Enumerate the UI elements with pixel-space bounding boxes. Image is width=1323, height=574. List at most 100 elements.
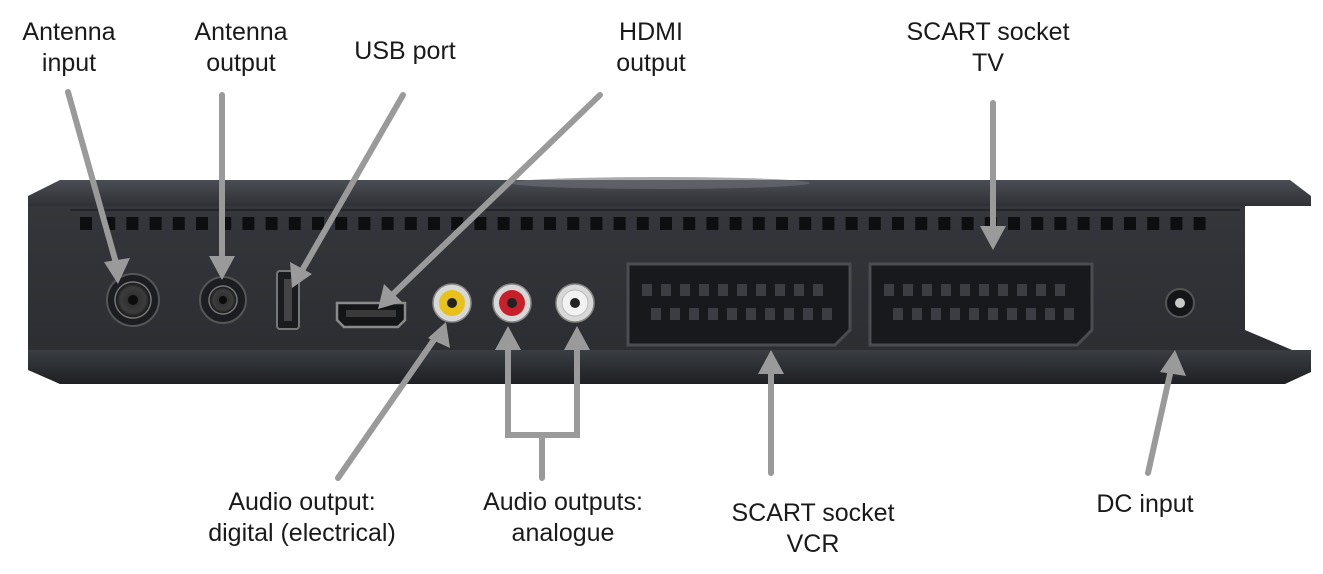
vent-slot: [1147, 217, 1160, 230]
arrowhead-scart-vcr: [758, 350, 784, 374]
scart-pin: [727, 308, 737, 320]
scart-pin: [642, 284, 652, 296]
vent-slot: [265, 217, 278, 230]
scart-pin: [1036, 284, 1046, 296]
vent-slot: [1124, 217, 1136, 230]
vent-slot: [1054, 217, 1067, 230]
vent-slot: [520, 217, 533, 230]
label-audio-digital: Audio output: digital (electrical): [182, 487, 422, 549]
scart-pin: [737, 284, 747, 296]
arrowhead-audio-analogue-right: [564, 326, 590, 350]
vent-slot: [567, 217, 580, 230]
scart-tv-connector: [868, 262, 1094, 347]
label-scart-tv: SCART socket TV: [880, 17, 1096, 79]
scart-pin: [708, 308, 718, 320]
scart-pin: [893, 308, 903, 320]
arrowhead-antenna-input: [104, 258, 130, 284]
scart-pin: [765, 308, 775, 320]
vent-slot: [381, 217, 394, 230]
label-hdmi-output: HDMI output: [596, 17, 706, 79]
label-antenna-input-line1: Antenna: [22, 18, 116, 46]
vent-slot: [1008, 217, 1020, 230]
arrowhead-antenna-output: [209, 256, 235, 280]
vent-slot: [497, 217, 510, 230]
scart-pin: [931, 308, 941, 320]
scart-pin: [998, 284, 1008, 296]
scart-pin: [922, 284, 932, 296]
scart-pin: [960, 284, 970, 296]
vent-slot: [729, 217, 742, 230]
arrow-usb-port: [297, 92, 406, 277]
label-usb-port: USB port: [340, 36, 470, 67]
scart-pin: [803, 308, 813, 320]
scart-pin: [884, 284, 894, 296]
vent-slot: [1031, 217, 1044, 230]
vent-slot: [683, 217, 696, 230]
arrow-heads: [104, 226, 1186, 376]
vent-slot: [845, 217, 858, 230]
vent-slot: [1100, 217, 1113, 230]
vent-slot: [613, 217, 626, 230]
arrow-hdmi-output: [385, 92, 603, 302]
scart-pin: [661, 284, 671, 296]
scart-pin: [775, 284, 785, 296]
scart-pin: [794, 284, 804, 296]
vent-slot: [776, 217, 788, 230]
antenna-output-connector: [199, 276, 247, 324]
vent-slot: [358, 217, 371, 230]
scart-pin: [680, 284, 690, 296]
label-scart-tv-line1: SCART socket: [906, 18, 1070, 46]
scart-pin: [822, 308, 832, 320]
vent-slot: [636, 217, 649, 230]
vent-slot: [799, 217, 812, 230]
scart-pin: [912, 308, 922, 320]
label-usb-port-line1: USB port: [354, 37, 456, 65]
label-antenna-input: Antenna input: [10, 17, 128, 79]
arrowhead-audio-analogue-left: [495, 326, 521, 350]
label-audio-digital-line2: digital (electrical): [208, 519, 396, 547]
vent-slot: [544, 217, 556, 230]
antenna-input-connector: [106, 273, 160, 327]
arrowhead-usb-port: [290, 262, 312, 288]
vent-slot: [172, 217, 185, 230]
vent-slot: [149, 217, 162, 230]
label-scart-vcr-line2: VCR: [786, 530, 840, 558]
vent-slot: [892, 217, 904, 230]
arrow-antenna-input: [65, 89, 121, 273]
arrow-audio-analogue-bracket: [505, 337, 580, 481]
vent-slot: [335, 217, 348, 230]
vent-slot: [590, 217, 603, 230]
scart-vcr-connector: [626, 262, 852, 347]
vent-slots: [80, 217, 1206, 230]
label-antenna-output: Antenna output: [182, 17, 300, 79]
label-antenna-input-line2: input: [41, 49, 97, 77]
arrow-audio-digital: [335, 331, 441, 481]
rca-white-connector: [555, 283, 595, 323]
scart-pin: [950, 308, 960, 320]
vent-slot: [868, 217, 881, 230]
vent-slot: [1193, 217, 1206, 230]
arrowhead-scart-tv: [980, 226, 1006, 250]
dc-input-connector: [1165, 288, 1195, 318]
label-hdmi-output-line1: HDMI: [619, 18, 683, 46]
scart-pin: [979, 284, 989, 296]
label-antenna-output-line2: output: [206, 49, 276, 77]
vent-slot: [938, 217, 951, 230]
vent-slot: [126, 217, 139, 230]
label-audio-analogue-line1: Audio outputs:: [483, 488, 643, 516]
label-dc-input-line1: DC input: [1096, 490, 1194, 518]
scart-pin: [969, 308, 979, 320]
vent-slot: [752, 217, 765, 230]
scart-pin: [756, 284, 766, 296]
label-audio-analogue-line2: analogue: [511, 519, 615, 547]
vent-slot: [1170, 217, 1183, 230]
label-scart-vcr-line1: SCART socket: [731, 499, 895, 527]
vent-slot: [312, 217, 324, 230]
label-antenna-output-line1: Antenna: [194, 18, 288, 46]
rca-yellow-connector: [432, 283, 472, 323]
scart-pin: [1045, 308, 1055, 320]
label-scart-vcr: SCART socket VCR: [705, 498, 921, 560]
scart-pin: [1017, 284, 1027, 296]
